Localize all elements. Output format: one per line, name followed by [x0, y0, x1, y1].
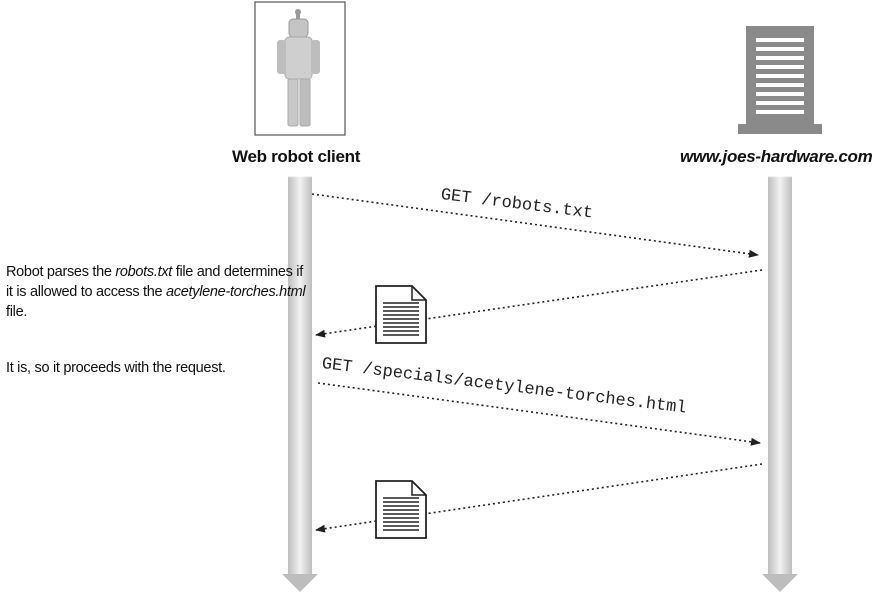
server-label: www.joes-hardware.com — [680, 147, 873, 166]
robots-file-name: robots.txt — [115, 264, 172, 280]
server-lifeline — [762, 176, 798, 592]
document-icon-2 — [375, 480, 427, 539]
client-label: Web robot client — [232, 147, 361, 166]
client-lifeline — [282, 176, 318, 592]
target-file-name: acetylene-torches.html — [166, 284, 306, 300]
request-arrow-1 — [311, 193, 759, 258]
request-arrow-2 — [317, 382, 761, 446]
server-icon — [738, 26, 822, 134]
robot-parse-note: Robot parses the robots.txt file and det… — [6, 264, 306, 320]
proceed-note: It is, so it proceeds with the request. — [6, 360, 226, 376]
document-icon-1 — [375, 285, 427, 344]
robot-icon — [254, 1, 346, 136]
